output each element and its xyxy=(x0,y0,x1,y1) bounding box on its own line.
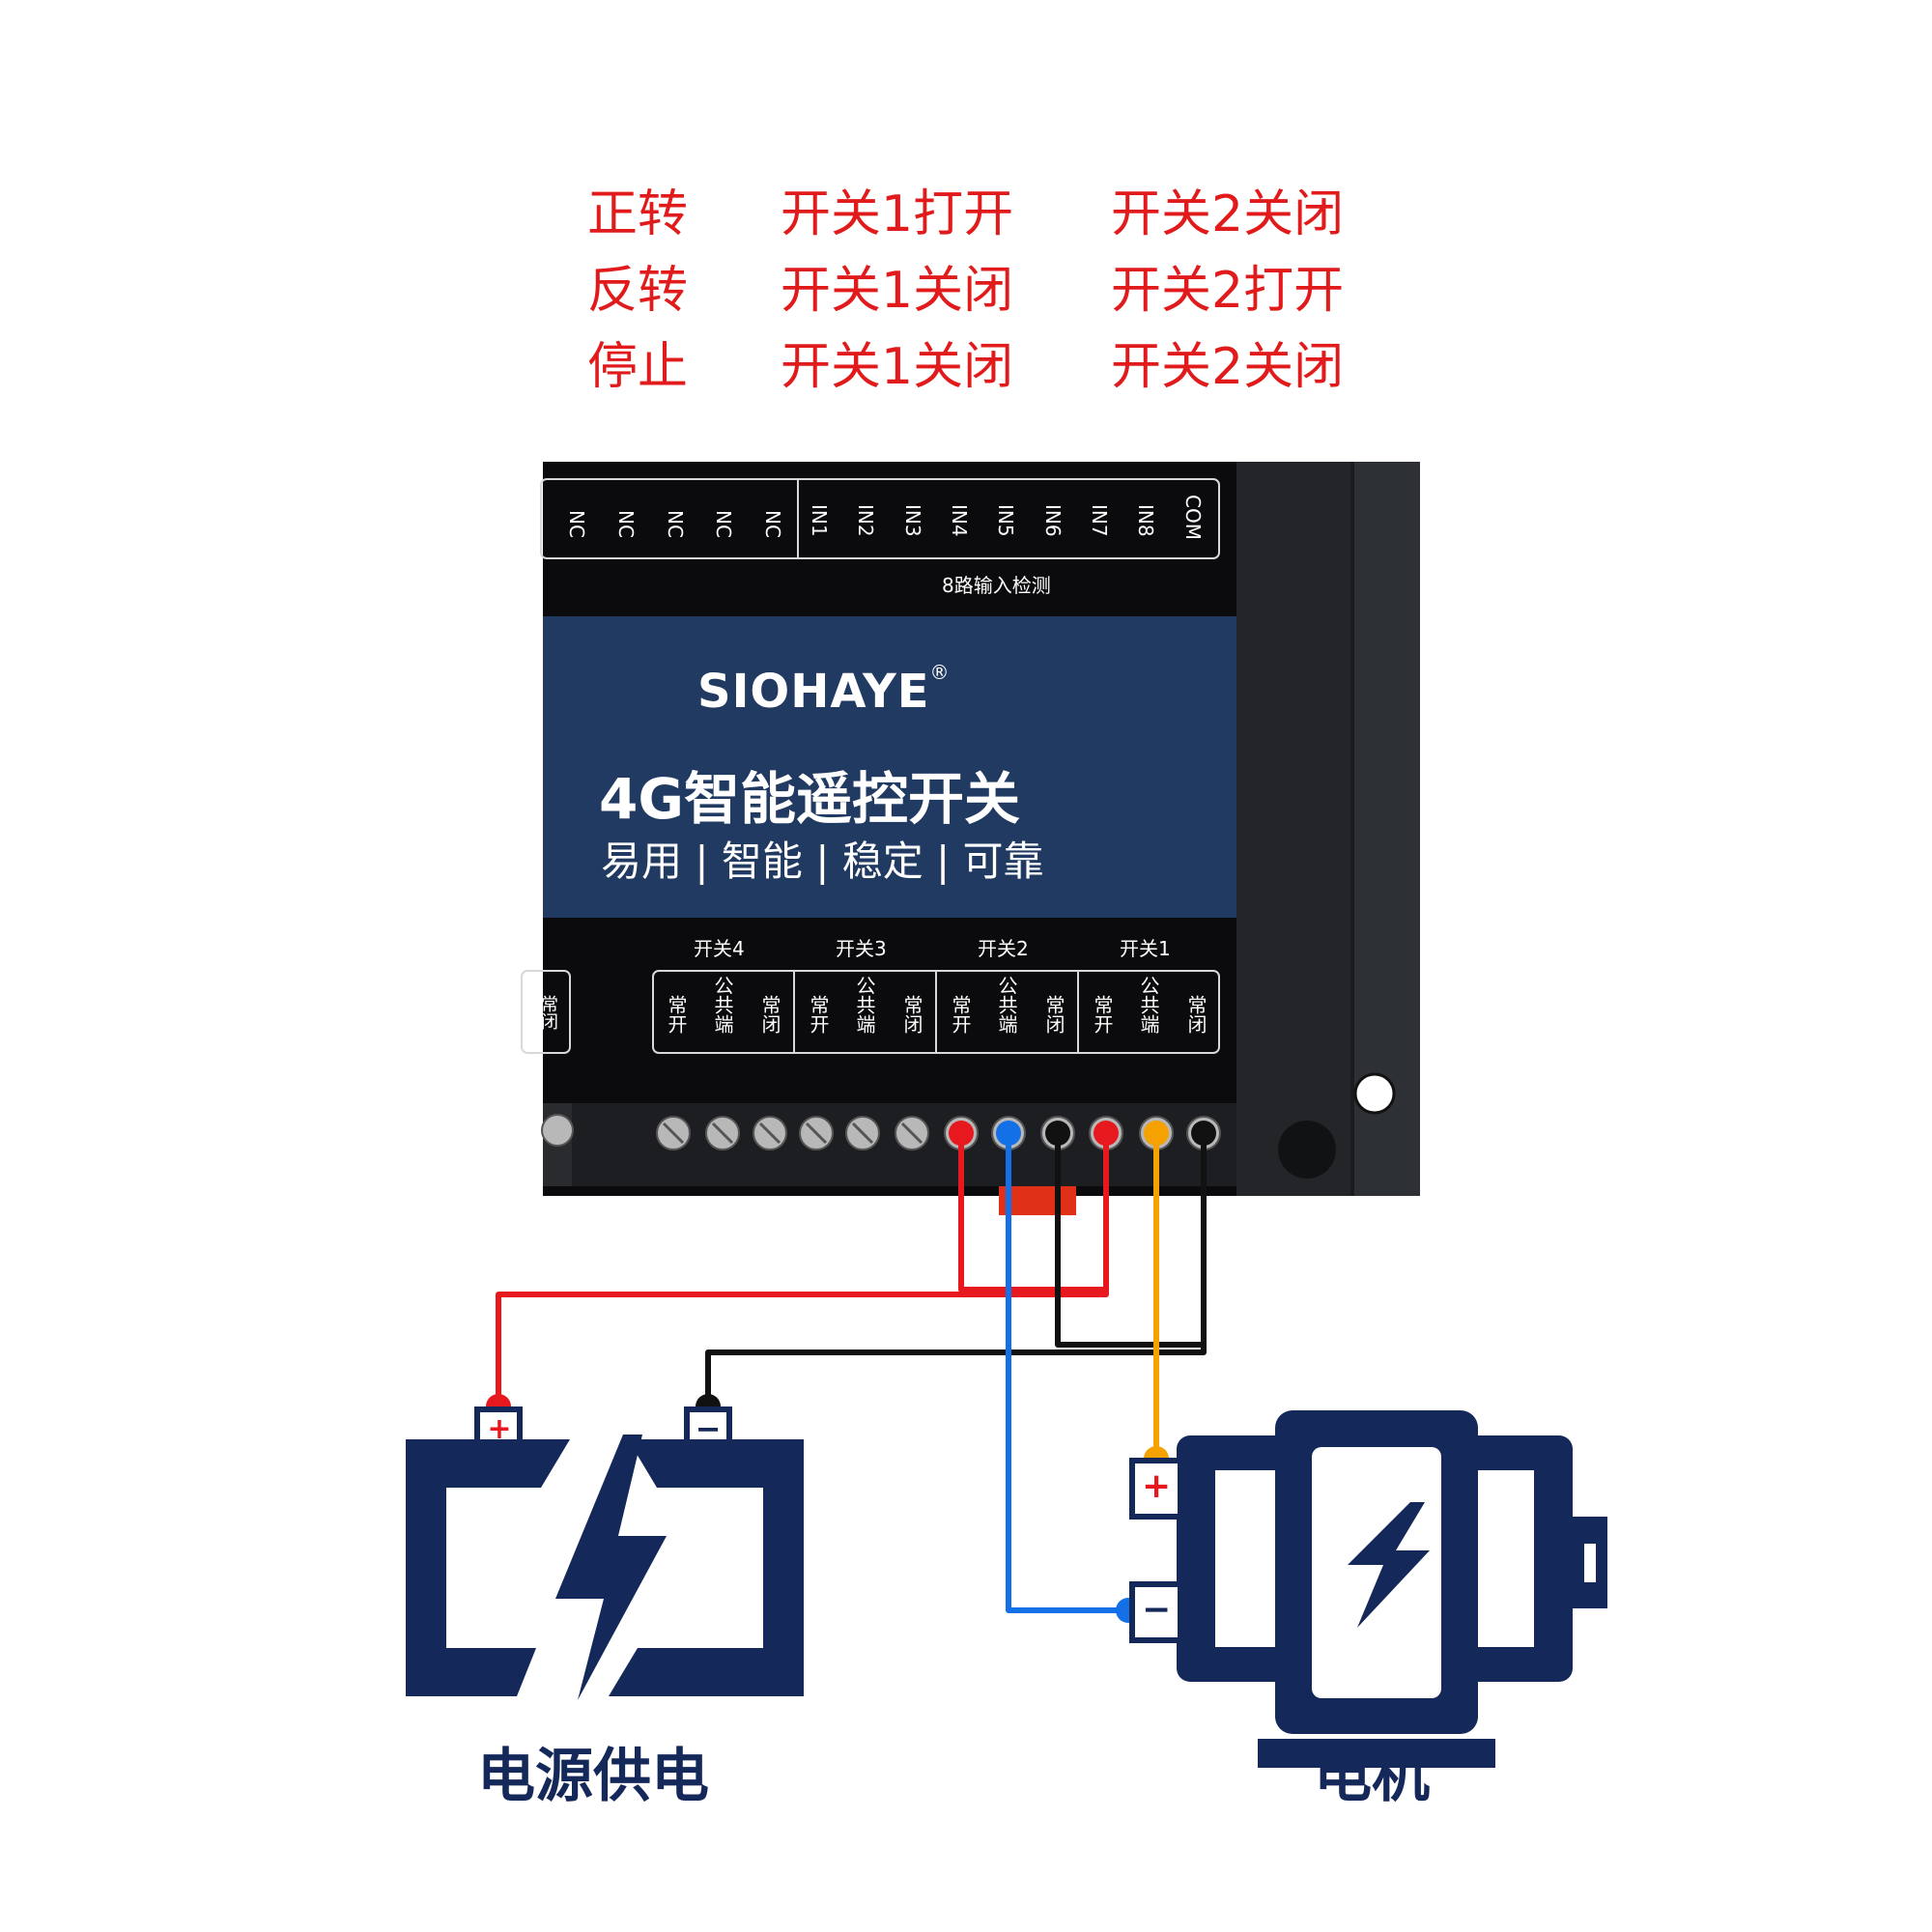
stop-switch2: 开关2关闭 xyxy=(1111,338,1345,396)
relay-terminal-com: 公共端 xyxy=(995,976,1018,1034)
relay-terminal-com: 公共端 xyxy=(711,976,734,1034)
terminal-nc-2: NC xyxy=(614,510,638,538)
wire-black-bridge xyxy=(1055,1133,1207,1348)
state-stop: 停止 xyxy=(587,338,689,396)
channel-label-switch1: 开关1 xyxy=(1120,937,1171,960)
brand-name: SIOHAYE xyxy=(697,665,930,719)
brand-panel xyxy=(543,616,1236,918)
registered-mark: ® xyxy=(929,661,951,684)
wiring xyxy=(496,1133,1207,1613)
channel-label-switch4: 开关4 xyxy=(694,937,745,960)
terminal-strip xyxy=(543,1103,1236,1186)
battery-label: 电源供电 xyxy=(477,1743,709,1810)
relay-terminal-nc: 常闭 xyxy=(758,995,781,1034)
terminal-in6: IN6 xyxy=(1041,504,1065,537)
battery-plus-symbol: + xyxy=(487,1412,512,1446)
relay-terminal-no: 常开 xyxy=(665,995,688,1034)
stop-switch1: 开关1关闭 xyxy=(781,338,1014,396)
wire-black-battery-minus xyxy=(705,1345,1207,1406)
reverse-switch1: 开关1关闭 xyxy=(781,262,1014,320)
relay-terminal-no: 常开 xyxy=(949,995,972,1034)
product-tagline: 易用 | 智能 | 稳定 | 可靠 xyxy=(601,838,1044,885)
input-section-label: 8路输入检测 xyxy=(942,574,1051,597)
motor-icon xyxy=(1129,1410,1607,1768)
battery-icon xyxy=(406,1406,804,1700)
top-terminal-frame xyxy=(540,478,1220,559)
relay-terminal-no: 常开 xyxy=(1091,995,1114,1034)
motor-minus-symbol: − xyxy=(1142,1590,1172,1630)
terminal-in7: IN7 xyxy=(1088,504,1111,537)
forward-switch2: 开关2关闭 xyxy=(1111,185,1345,243)
relay-terminal-partial: 常闭 xyxy=(538,995,558,1030)
terminal-nc-1: NC xyxy=(565,510,588,538)
terminal-in5: IN5 xyxy=(994,504,1017,537)
wire-red-bridge xyxy=(958,1133,1109,1293)
mount-screw xyxy=(1278,1121,1336,1179)
device-side-rail xyxy=(1352,462,1420,1196)
motor-plus-symbol: + xyxy=(1142,1466,1172,1506)
terminal-in4: IN4 xyxy=(948,504,971,537)
product-title: 4G智能遥控开关 xyxy=(599,766,1020,832)
relay-terminal-no: 常开 xyxy=(807,995,830,1034)
lightning-bolt-icon xyxy=(1348,1502,1430,1628)
terminal-in3: IN3 xyxy=(901,504,924,537)
channel-label-switch3: 开关3 xyxy=(836,937,887,960)
relay-terminal-nc: 常闭 xyxy=(1042,995,1065,1034)
state-forward: 正转 xyxy=(587,185,689,243)
relay-terminal-com: 公共端 xyxy=(1137,976,1160,1034)
motor-label: 电机 xyxy=(1314,1743,1430,1810)
reverse-switch2: 开关2打开 xyxy=(1111,262,1345,320)
terminal-nc-4: NC xyxy=(712,510,735,538)
wire-red-battery-plus xyxy=(496,1290,1109,1406)
terminal-in8: IN8 xyxy=(1134,504,1157,537)
brand-logo: SIOHAYE® xyxy=(697,661,951,719)
relay-terminal-nc: 常闭 xyxy=(900,995,923,1034)
terminal-in2: IN2 xyxy=(854,504,877,537)
forward-switch1: 开关1打开 xyxy=(781,185,1014,243)
terminal-nc-5: NC xyxy=(761,510,784,538)
relay-indicator xyxy=(999,1186,1076,1215)
mount-hole xyxy=(1353,1072,1396,1115)
lightning-bolt-icon xyxy=(555,1435,667,1700)
relay-terminal-nc: 常闭 xyxy=(1184,995,1208,1034)
relay-terminal-com: 公共端 xyxy=(853,976,876,1034)
wire-blue-motor-minus xyxy=(1006,1133,1128,1613)
terminal-com: COM xyxy=(1181,495,1205,540)
terminal-in1: IN1 xyxy=(808,504,831,537)
state-reverse: 反转 xyxy=(587,262,689,320)
terminal-nc-3: NC xyxy=(664,510,687,538)
channel-label-switch2: 开关2 xyxy=(978,937,1029,960)
battery-minus-symbol: − xyxy=(695,1410,722,1447)
